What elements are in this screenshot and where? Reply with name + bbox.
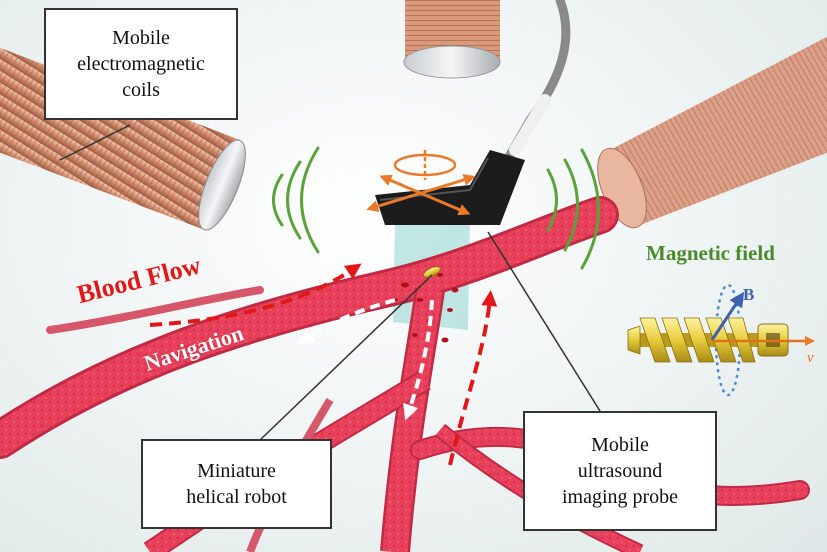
ultrasound-probe-icon [366, 150, 525, 225]
callout-coils: Mobile electromagnetic coils [44, 8, 238, 120]
callout-probe-line-1: Mobile [591, 434, 649, 456]
helical-robot-icon [627, 283, 815, 397]
magnetic-field-waves-left [272, 146, 320, 254]
callout-robot-line-1: Miniature [197, 460, 276, 482]
callout-probe: Mobile ultrasound imaging probe [523, 411, 717, 531]
magnetic-field-label: Magnetic field [646, 241, 775, 265]
blood-flow-arrow-main [149, 263, 362, 327]
magnetic-field-waves-right [546, 148, 600, 270]
callout-coils-line-1: Mobile [112, 27, 170, 49]
navigation-arrow-main [298, 298, 396, 345]
robot-leader-line [259, 274, 433, 441]
right-coil-icon [597, 36, 827, 229]
callout-robot-line-2: helical robot [186, 486, 287, 508]
probe-cable-sleeve [509, 94, 551, 156]
probe-leader-line [487, 231, 601, 412]
helical-robot-in-vessel [423, 266, 441, 278]
navigation-arrow-branch [403, 299, 434, 421]
b-vector-label: B [743, 285, 755, 304]
callout-coils-line-3: coils [122, 79, 160, 101]
callout-coils-line-2: electromagnetic [77, 53, 205, 75]
callout-robot: Miniature helical robot [141, 439, 332, 529]
v-vector-label: v [807, 350, 814, 366]
top-coil-icon [403, 0, 501, 79]
callout-probe-line-2: ultrasound [577, 460, 663, 482]
callout-probe-line-3: imaging probe [561, 486, 679, 508]
blood-flow-arrow-branch [448, 290, 498, 466]
